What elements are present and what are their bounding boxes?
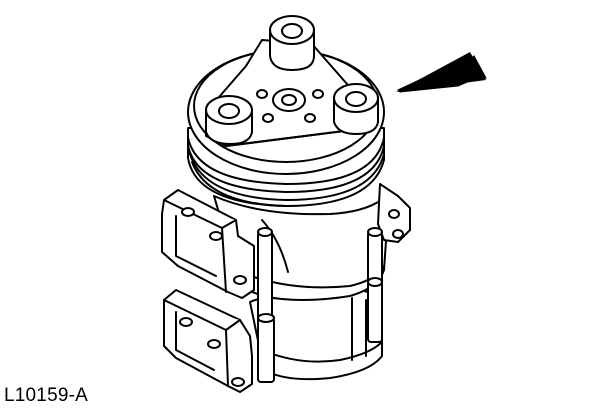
spacer-boss-left — [206, 96, 252, 144]
lower-mounting-ear — [164, 290, 252, 392]
figure-label: L10159-A — [4, 385, 89, 406]
callout-arrow-head — [396, 52, 486, 92]
right-mounting-bracket — [378, 184, 410, 242]
center-hub — [273, 89, 305, 111]
through-bolts — [258, 228, 382, 382]
spider-holes — [257, 90, 323, 122]
spacer-boss-top — [270, 16, 314, 70]
upper-mounting-ear — [162, 190, 254, 298]
spacer-boss-right — [334, 84, 378, 134]
